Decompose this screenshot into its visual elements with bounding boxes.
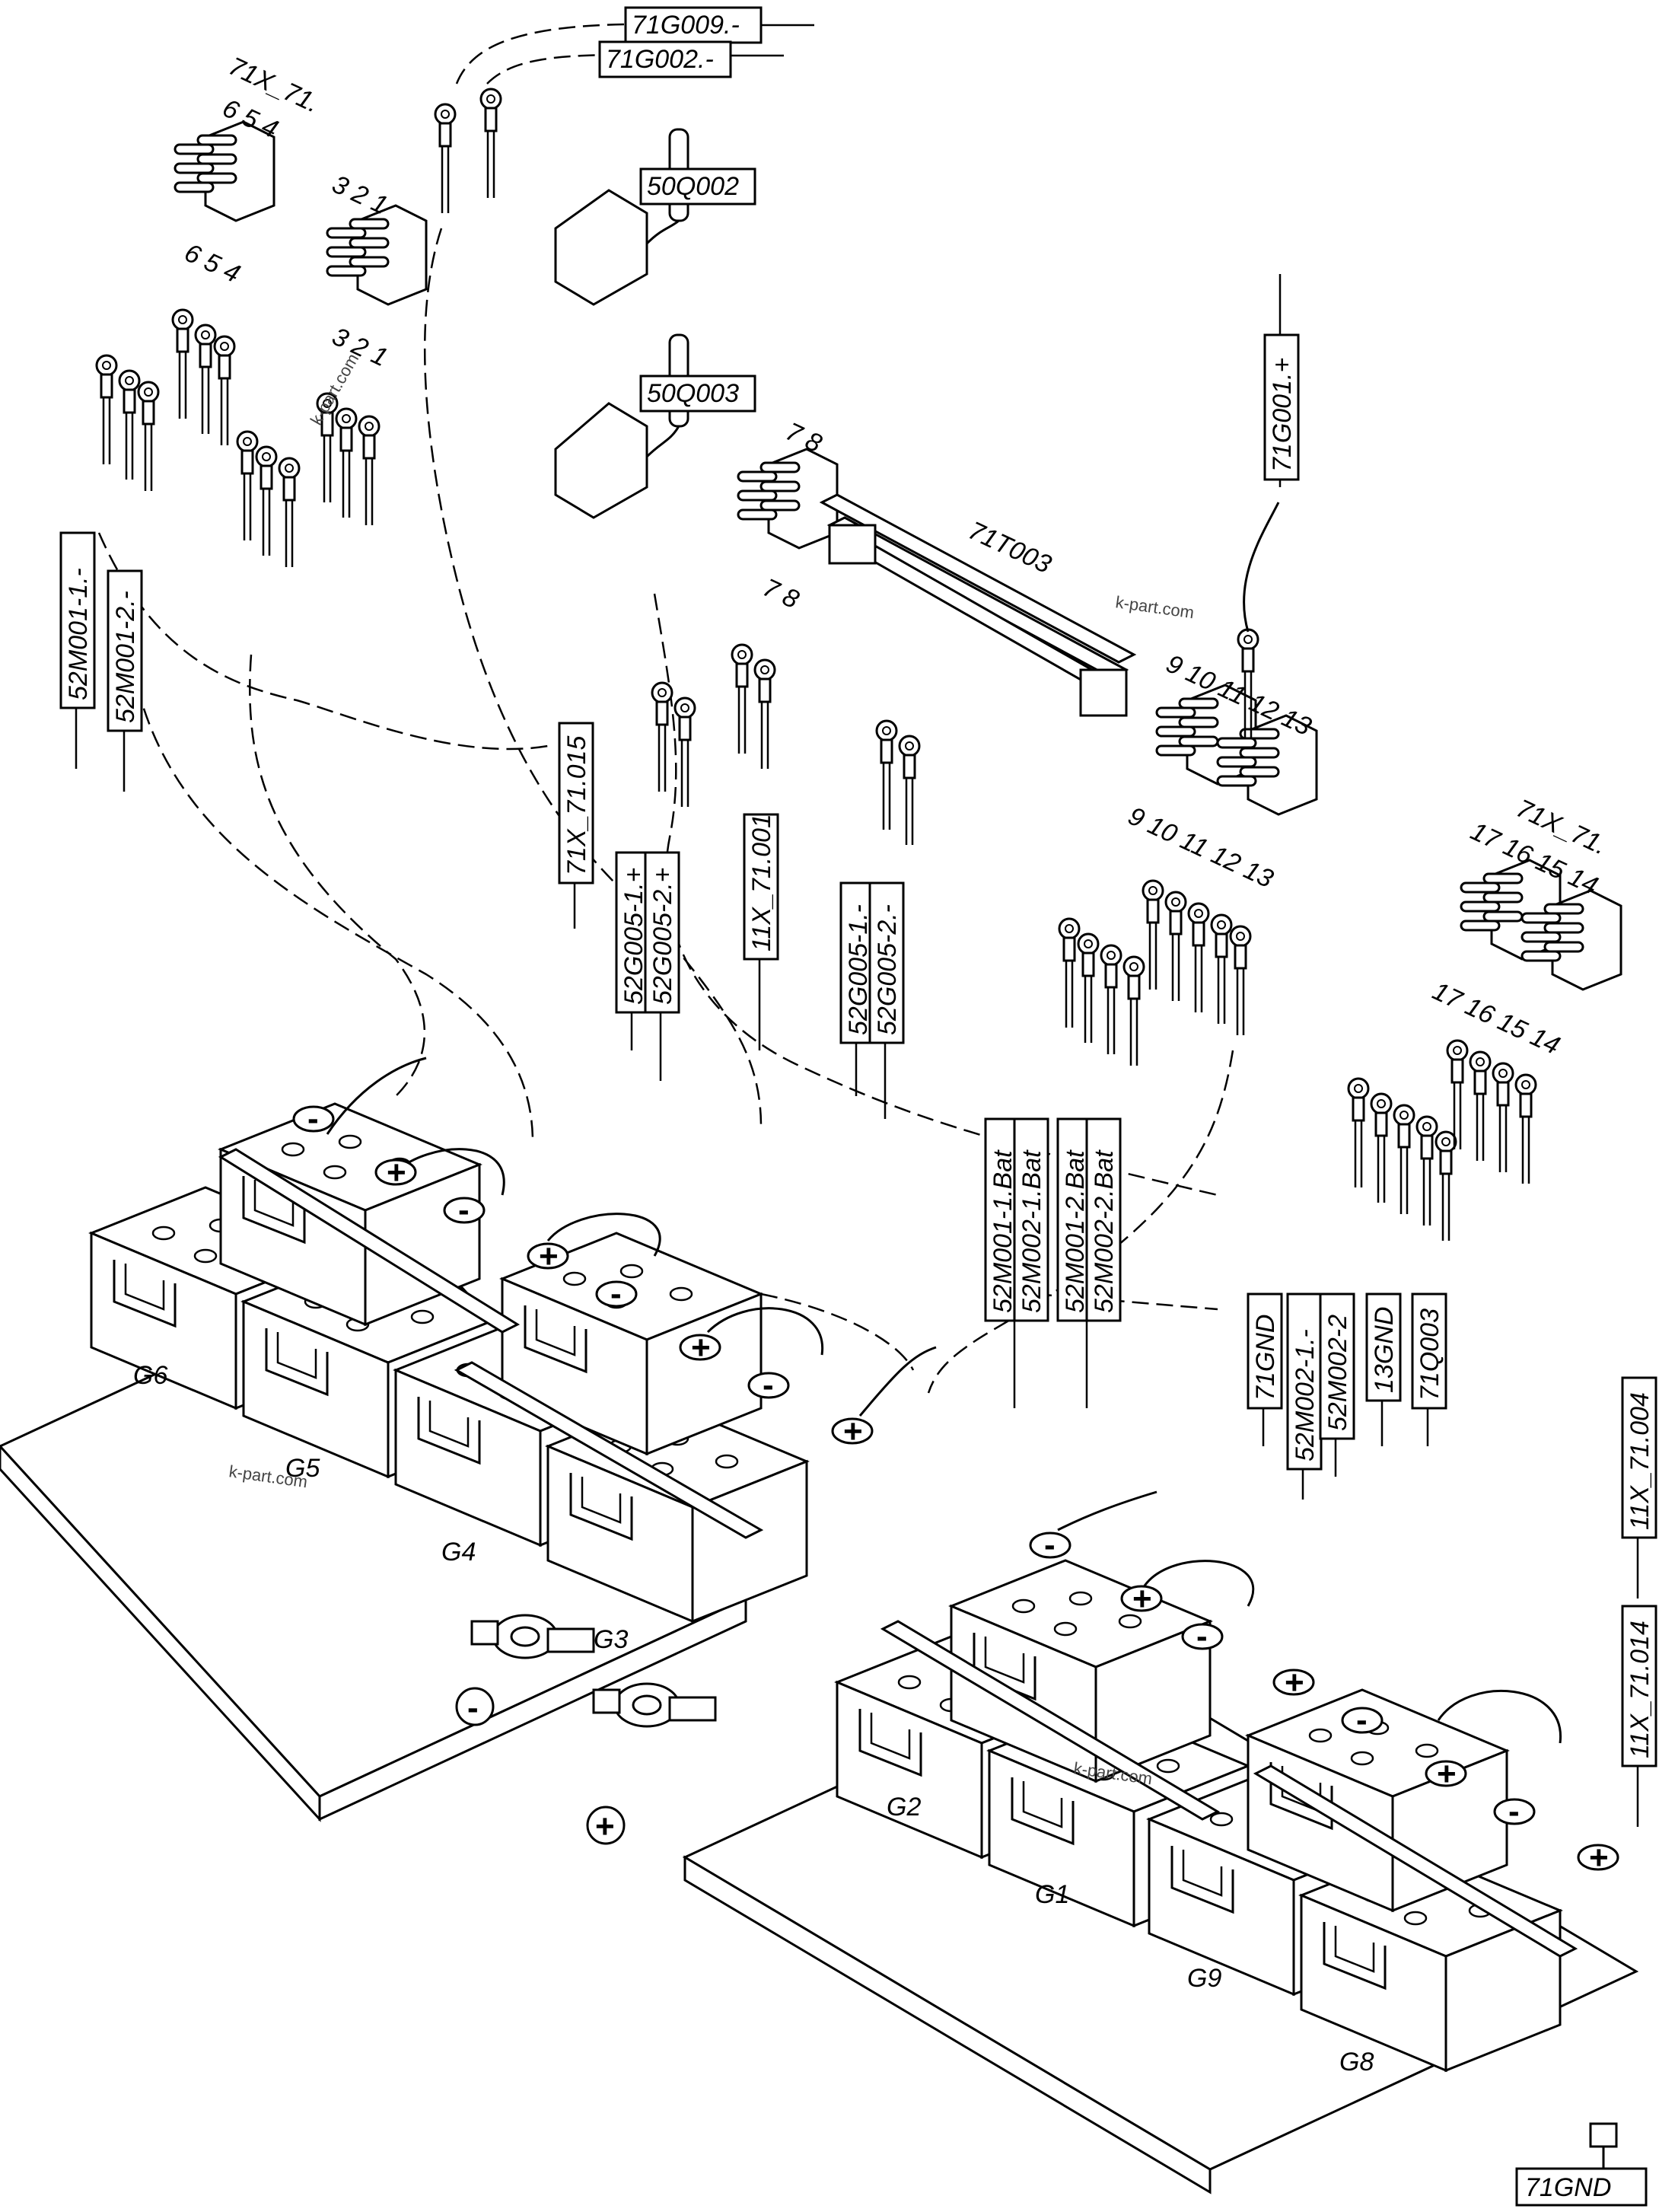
plus-sign: + <box>539 1238 559 1275</box>
minus-sign: - <box>610 1275 622 1312</box>
label-52g005-2-minus: 52G005-2.- <box>873 904 902 1035</box>
label-pins-78-bottom: 7 8 <box>759 573 804 614</box>
plus-sign: + <box>1589 1839 1609 1876</box>
label-13gnd: 13GND <box>1370 1307 1399 1393</box>
terminal-block-78 <box>737 448 839 550</box>
switch-50q002 <box>554 128 689 306</box>
hold-down-bars <box>218 1148 1578 1958</box>
plus-sign: + <box>1285 1664 1304 1701</box>
plus-sign: + <box>1437 1755 1457 1793</box>
clamp-symbols: - + <box>455 1687 626 1845</box>
label-pins-654-bottom: 6 5 4 <box>180 238 245 288</box>
plus-sign: + <box>387 1154 406 1191</box>
plus-sign: + <box>1132 1580 1152 1618</box>
ground-bolt <box>1589 2122 1618 2177</box>
busbar-71t003 <box>819 493 1137 717</box>
label-52m001-2-bat: 52M001-2.Bat <box>1061 1149 1090 1313</box>
cable-71g001 <box>1243 502 1280 633</box>
label-11x-71-014: 11X_71.014 <box>1626 1621 1654 1758</box>
horizontal-labels: 71G009.- 71G002.- 50Q002 50Q003 71GND <box>598 6 1648 2207</box>
minus-sign: - <box>763 1366 774 1404</box>
label-52g005-1-minus: 52G005-1.- <box>844 904 873 1035</box>
label-g4: G4 <box>441 1538 476 1567</box>
label-71gnd: 71GND <box>1251 1315 1280 1401</box>
label-52g005-1-plus: 52G005-1.+ <box>619 867 648 1005</box>
minus-sign: - <box>467 1689 479 1726</box>
terminal-covers <box>292 1105 1619 1871</box>
label-11x-71-004: 11X_71.004 <box>1626 1392 1654 1530</box>
battery-cables <box>326 1057 1562 1744</box>
battery-labels: G6 G5 G4 G3 G2 G1 G9 G8 <box>133 1361 1374 2077</box>
label-g6: G6 <box>133 1361 167 1390</box>
minus-sign: - <box>1508 1793 1520 1830</box>
label-g3: G3 <box>594 1625 628 1654</box>
label-52m002-1: 52M002-1.- <box>1291 1329 1320 1461</box>
label-pins-321-top: 3 2 1 <box>328 170 393 220</box>
label-71g009: 71G009.- <box>632 11 740 40</box>
plus-sign: + <box>843 1413 863 1450</box>
label-11x-71-001: 11X_71.001 <box>747 814 776 951</box>
minus-sign: - <box>1356 1701 1368 1739</box>
minus-sign: - <box>1044 1526 1056 1563</box>
label-52g005-2-plus: 52G005-2.+ <box>648 867 677 1005</box>
label-52m001-1: 52M001-1.- <box>64 568 93 700</box>
label-71q003: 71Q003 <box>1415 1308 1444 1401</box>
minus-sign: - <box>1196 1618 1208 1655</box>
plus-sign: + <box>595 1808 615 1845</box>
label-50q003: 50Q003 <box>647 379 739 408</box>
label-g9: G9 <box>1187 1964 1221 1993</box>
cable-lugs <box>95 88 1537 1242</box>
label-52m002-2-bat: 52M002-2.Bat <box>1090 1149 1119 1313</box>
switch-50q003 <box>554 333 689 519</box>
label-g5: G5 <box>285 1454 320 1483</box>
label-52m001-2: 52M001-2.- <box>111 591 140 723</box>
plus-sign: + <box>691 1329 711 1366</box>
terminal-block-321 <box>326 204 428 306</box>
label-g2: G2 <box>887 1793 921 1822</box>
label-52m001-1-bat: 52M001-1.Bat <box>989 1149 1017 1313</box>
label-71x-71-015: 71X_71.015 <box>562 736 591 875</box>
label-50q002: 50Q002 <box>647 172 739 201</box>
label-71g002: 71G002.- <box>606 45 714 74</box>
watermark: k-part.com <box>1114 592 1195 622</box>
clamp-plus <box>592 1682 717 1728</box>
label-71g001: 71G001.+ <box>1268 358 1297 472</box>
vertical-labels: 52M001-1.- 52M001-2.- 71X_71.015 52G005-… <box>59 333 1657 1767</box>
label-52m002-1-bat: 52M002-1.Bat <box>1017 1149 1046 1313</box>
minus-sign: - <box>458 1191 470 1229</box>
terminal-signs: - + - + - + - + - + - + - + - + <box>307 1100 1609 1876</box>
label-g8: G8 <box>1339 2048 1374 2077</box>
label-52m002-2: 52M002-2 <box>1323 1315 1352 1431</box>
label-pins-9to13-bottom: 9 10 11 12 13 <box>1124 802 1278 894</box>
minus-sign: - <box>307 1100 319 1137</box>
label-71gnd-bottom: 71GND <box>1525 2173 1611 2202</box>
label-pins-78-top: 7 8 <box>782 417 826 458</box>
label-g1: G1 <box>1035 1880 1069 1909</box>
